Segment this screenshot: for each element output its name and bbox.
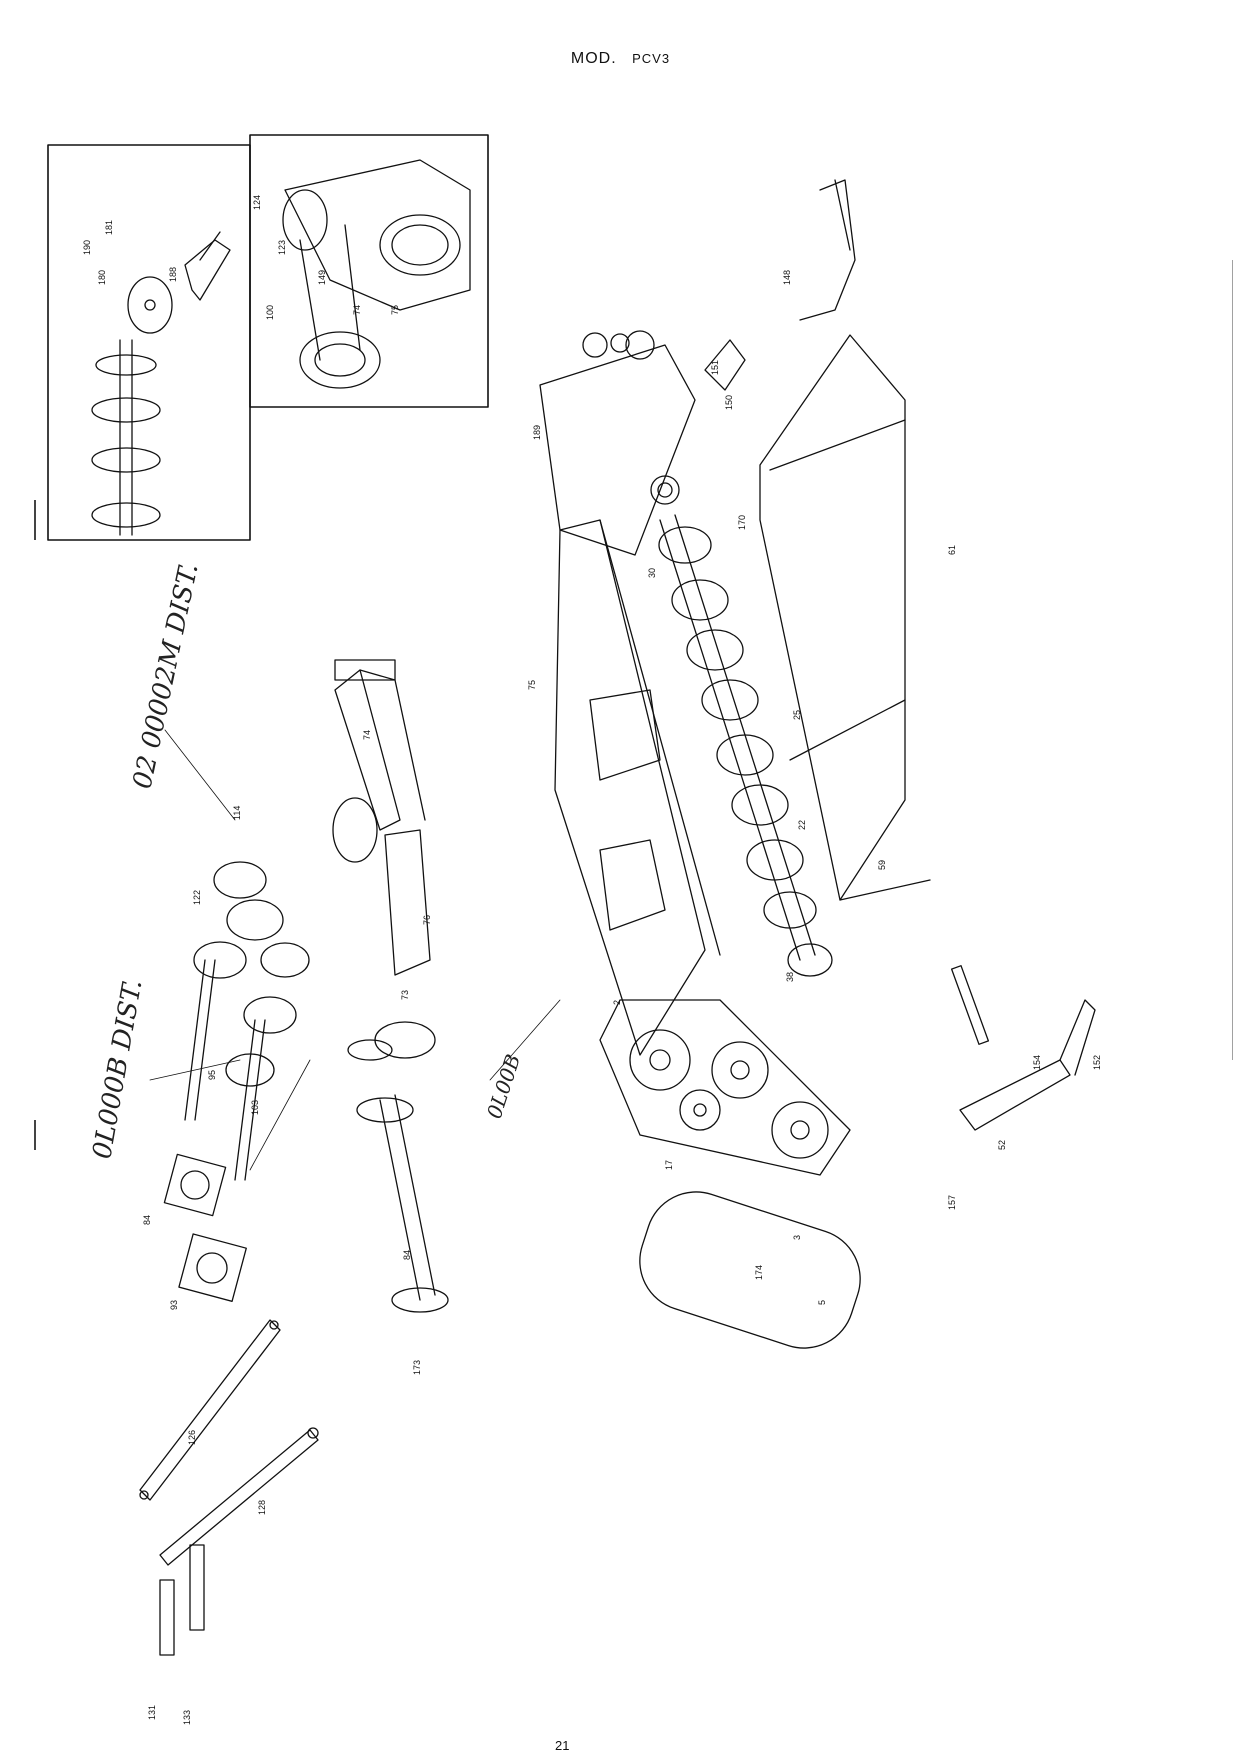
- scan-mark-right: [1232, 260, 1233, 1060]
- hopper-assembly: 148 151 150 61 59: [704, 179, 957, 901]
- handwritten-top-note: 02 00002M DIST.: [128, 561, 205, 792]
- auger-rotor: 30 170 25 22 38: [647, 475, 833, 982]
- svg-text:126: 126: [187, 1430, 197, 1445]
- svg-text:84: 84: [142, 1215, 152, 1225]
- svg-text:84: 84: [402, 1250, 412, 1260]
- svg-text:93: 93: [169, 1300, 179, 1310]
- svg-text:25: 25: [792, 710, 802, 720]
- svg-text:122: 122: [192, 890, 202, 905]
- svg-text:173: 173: [412, 1360, 422, 1375]
- svg-text:151: 151: [710, 360, 720, 375]
- svg-text:38: 38: [785, 972, 795, 982]
- linkage-arms: 126 128 131 133: [139, 1319, 319, 1725]
- page-title: MOD. PCV3: [0, 50, 1241, 68]
- svg-text:190: 190: [82, 240, 92, 255]
- page-number: 21: [555, 1738, 570, 1753]
- svg-text:128: 128: [257, 1500, 267, 1515]
- svg-text:114: 114: [232, 806, 242, 820]
- svg-text:149: 149: [317, 270, 327, 285]
- svg-text:157: 157: [947, 1195, 957, 1210]
- svg-text:189: 189: [532, 425, 542, 440]
- trough-panels: 189 75: [527, 330, 721, 1056]
- svg-text:74: 74: [352, 305, 362, 315]
- svg-text:17: 17: [664, 1160, 674, 1170]
- svg-text:150: 150: [724, 395, 734, 410]
- model-code: PCV3: [632, 51, 671, 66]
- svg-text:181: 181: [104, 220, 114, 235]
- inset-rotor-detail: 190 180 188 181: [47, 144, 251, 541]
- svg-text:148: 148: [782, 270, 792, 285]
- lower-right-bracket: 154 152 52 157: [947, 965, 1102, 1210]
- handwritten-right-note: 0L00B: [482, 1051, 525, 1121]
- svg-text:2: 2: [612, 1000, 622, 1005]
- svg-text:73: 73: [400, 990, 410, 1000]
- svg-text:95: 95: [207, 1070, 217, 1080]
- handwritten-notes: 02 00002M DIST. 0L000B DIST. 0L00B: [87, 561, 525, 1162]
- svg-text:103: 103: [250, 1100, 260, 1115]
- tube-arm: 74 76 73: [332, 659, 436, 1059]
- svg-text:131: 131: [147, 1705, 157, 1720]
- inset-housing-detail: 124 123 149 75 74 100: [249, 134, 489, 408]
- drive-shaft: 84 173: [347, 1039, 449, 1375]
- svg-text:100: 100: [265, 305, 275, 320]
- bearing-blocks: 84 93: [142, 1153, 247, 1310]
- svg-text:170: 170: [737, 515, 747, 530]
- svg-text:22: 22: [797, 820, 807, 830]
- svg-text:74: 74: [362, 730, 372, 740]
- svg-text:52: 52: [997, 1140, 1007, 1150]
- svg-text:152: 152: [1092, 1055, 1102, 1070]
- svg-text:188: 188: [168, 267, 178, 282]
- svg-text:133: 133: [182, 1710, 192, 1725]
- gear-train: 114 95 103 122: [184, 806, 310, 1181]
- svg-text:61: 61: [947, 545, 957, 555]
- svg-text:5: 5: [817, 1300, 827, 1305]
- scan-mark-left-2: [34, 1120, 36, 1150]
- svg-text:3: 3: [792, 1235, 802, 1240]
- svg-text:123: 123: [277, 240, 287, 255]
- gearbox-assembly: 3 2 17 174 5: [599, 999, 861, 1349]
- svg-text:174: 174: [754, 1265, 764, 1280]
- svg-text:180: 180: [97, 270, 107, 285]
- svg-text:30: 30: [647, 568, 657, 578]
- svg-text:154: 154: [1032, 1055, 1042, 1070]
- handwritten-left-note: 0L000B DIST.: [87, 977, 148, 1161]
- leader-lines: [149, 729, 561, 1171]
- svg-text:75: 75: [527, 680, 537, 690]
- scan-mark-left: [34, 500, 36, 540]
- svg-text:75: 75: [390, 305, 400, 315]
- svg-text:59: 59: [877, 860, 887, 870]
- svg-text:76: 76: [422, 915, 432, 925]
- svg-text:124: 124: [252, 195, 262, 210]
- mod-label: MOD.: [570, 50, 617, 67]
